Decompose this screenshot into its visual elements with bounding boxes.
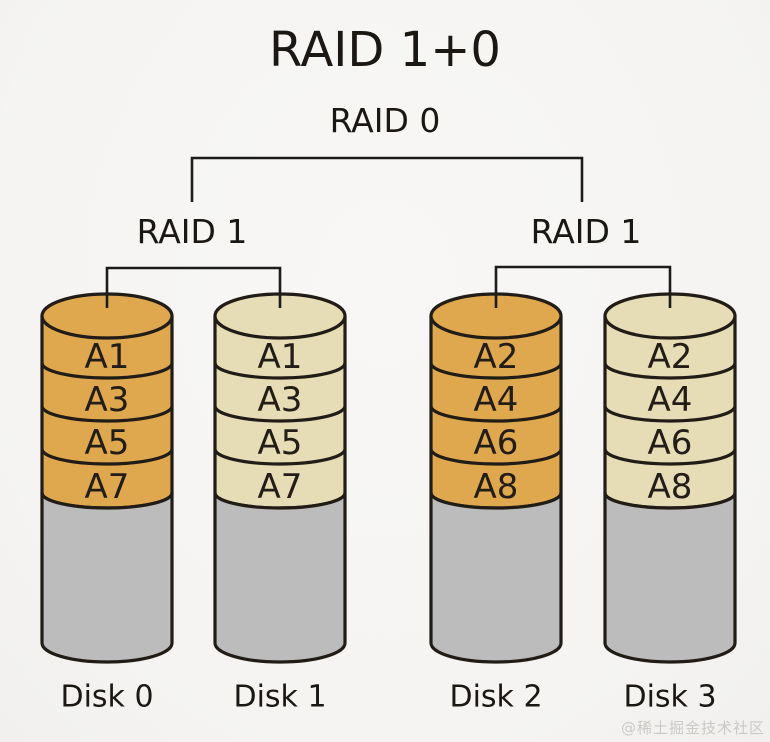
page-title: RAID 1+0 [269, 22, 501, 78]
disk-segment-label: A4 [648, 380, 693, 420]
disk-segment-separator [213, 448, 347, 466]
disk-unused-body [603, 491, 737, 664]
raid1-bracket [105, 266, 282, 308]
disk-segment-label: A8 [474, 467, 519, 507]
disk-segment-separator [429, 405, 563, 423]
disk-segment-separator [40, 362, 174, 380]
disk-segment-separator [213, 405, 347, 423]
disk-segment-separator [40, 448, 174, 466]
raid1-label-left: RAID 1 [136, 212, 248, 251]
disk-segment-label: A3 [85, 380, 130, 420]
disk-segment-label: A5 [258, 423, 303, 463]
disk-segment-label: A2 [648, 337, 693, 377]
disk-segment-separator [603, 405, 737, 423]
disk-segment-label: A1 [85, 337, 130, 377]
disk-segment-separator [429, 362, 563, 380]
disk-name-label: Disk 0 [60, 680, 153, 715]
disk-segment-separator [40, 405, 174, 423]
disk-segment-label: A7 [258, 467, 303, 507]
disk-unused-body [213, 491, 347, 664]
disk-segment-label: A6 [648, 423, 693, 463]
disk-segment-label: A4 [474, 380, 519, 420]
disk-segment-label: A7 [85, 467, 130, 507]
raid1-bracket [494, 265, 672, 308]
disk-name-label: Disk 2 [449, 680, 542, 715]
disk-segment-separator [603, 362, 737, 380]
disk-name-label: Disk 1 [233, 680, 326, 715]
raid1-label-right: RAID 1 [530, 212, 642, 251]
disk-segment-separator [603, 448, 737, 466]
disk-segment-label: A1 [258, 337, 303, 377]
disk-segment-separator [213, 362, 347, 380]
disk-segment-label: A3 [258, 380, 303, 420]
disk-unused-body [429, 491, 563, 664]
disk-segment-separator [429, 448, 563, 466]
disk-name-label: Disk 3 [623, 680, 716, 715]
disk-segment-label: A2 [474, 337, 519, 377]
disk-segment-label: A6 [474, 423, 519, 463]
raid0-label: RAID 0 [329, 101, 441, 140]
disk-segment-label: A5 [85, 423, 130, 463]
disk-segment-label: A8 [648, 467, 693, 507]
watermark: @稀土掘金技术社区 [620, 718, 765, 737]
raid0-bracket [190, 156, 584, 202]
disk-unused-body [40, 491, 174, 664]
